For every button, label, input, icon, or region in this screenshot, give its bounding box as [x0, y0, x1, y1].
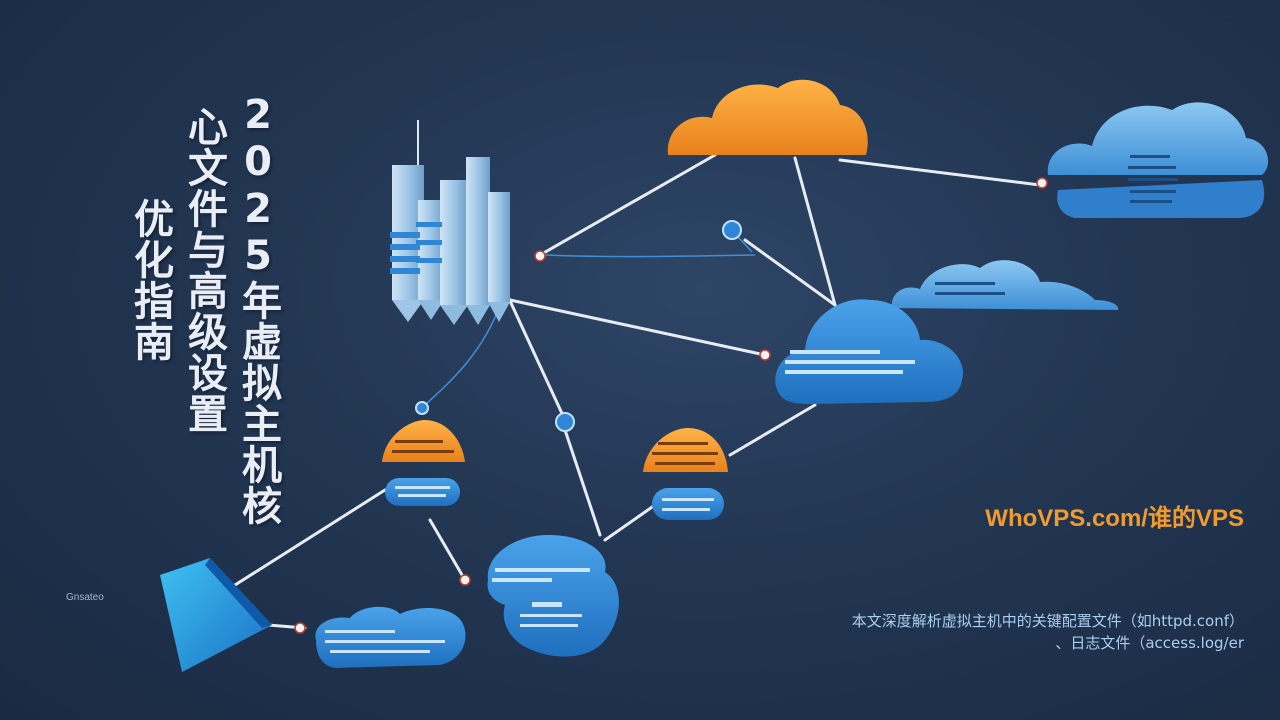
- illustration-label: Gnsateo: [66, 592, 104, 603]
- blue-pill-left: [385, 478, 460, 506]
- cloud-text-lines: [1128, 155, 1178, 203]
- blue-cloud-bottom: [487, 535, 619, 657]
- dome-text-lines: [392, 440, 718, 465]
- description-line-1: 本文深度解析虚拟主机中的关键配置文件（如httpd.conf）: [851, 612, 1244, 630]
- server-towers: [390, 120, 510, 325]
- page-title-col-2: 心文件与高级设置: [181, 106, 227, 434]
- cloud-text-lines-4: [492, 568, 590, 627]
- description-line-2: 、日志文件（access.log/er: [1055, 634, 1244, 652]
- brand-text: WhoVPS.com/谁的VPS: [985, 505, 1244, 532]
- page-title-col-3: 优化指南: [127, 198, 173, 362]
- blue-cloud-left: [315, 606, 466, 668]
- page-title-col-1: 2025年虚拟主机核: [235, 92, 281, 526]
- pill-text-lines: [395, 486, 714, 511]
- blue-prism: [160, 558, 272, 672]
- connection-lines: [233, 153, 1042, 630]
- connector-nodes: [294, 177, 1048, 634]
- light-cloud-large: [1047, 102, 1269, 175]
- cloud-text-lines-5: [325, 630, 445, 653]
- orange-dome-right: [643, 428, 728, 472]
- blue-prism-edge: [205, 558, 272, 628]
- cloud-text-lines-3: [785, 350, 915, 374]
- light-cloud-flat: [891, 260, 1119, 310]
- light-cloud-large-base: [1057, 180, 1265, 218]
- cloud-text-lines-2: [935, 282, 1005, 295]
- orange-cloud: [667, 79, 868, 155]
- blue-pill-right: [652, 488, 724, 520]
